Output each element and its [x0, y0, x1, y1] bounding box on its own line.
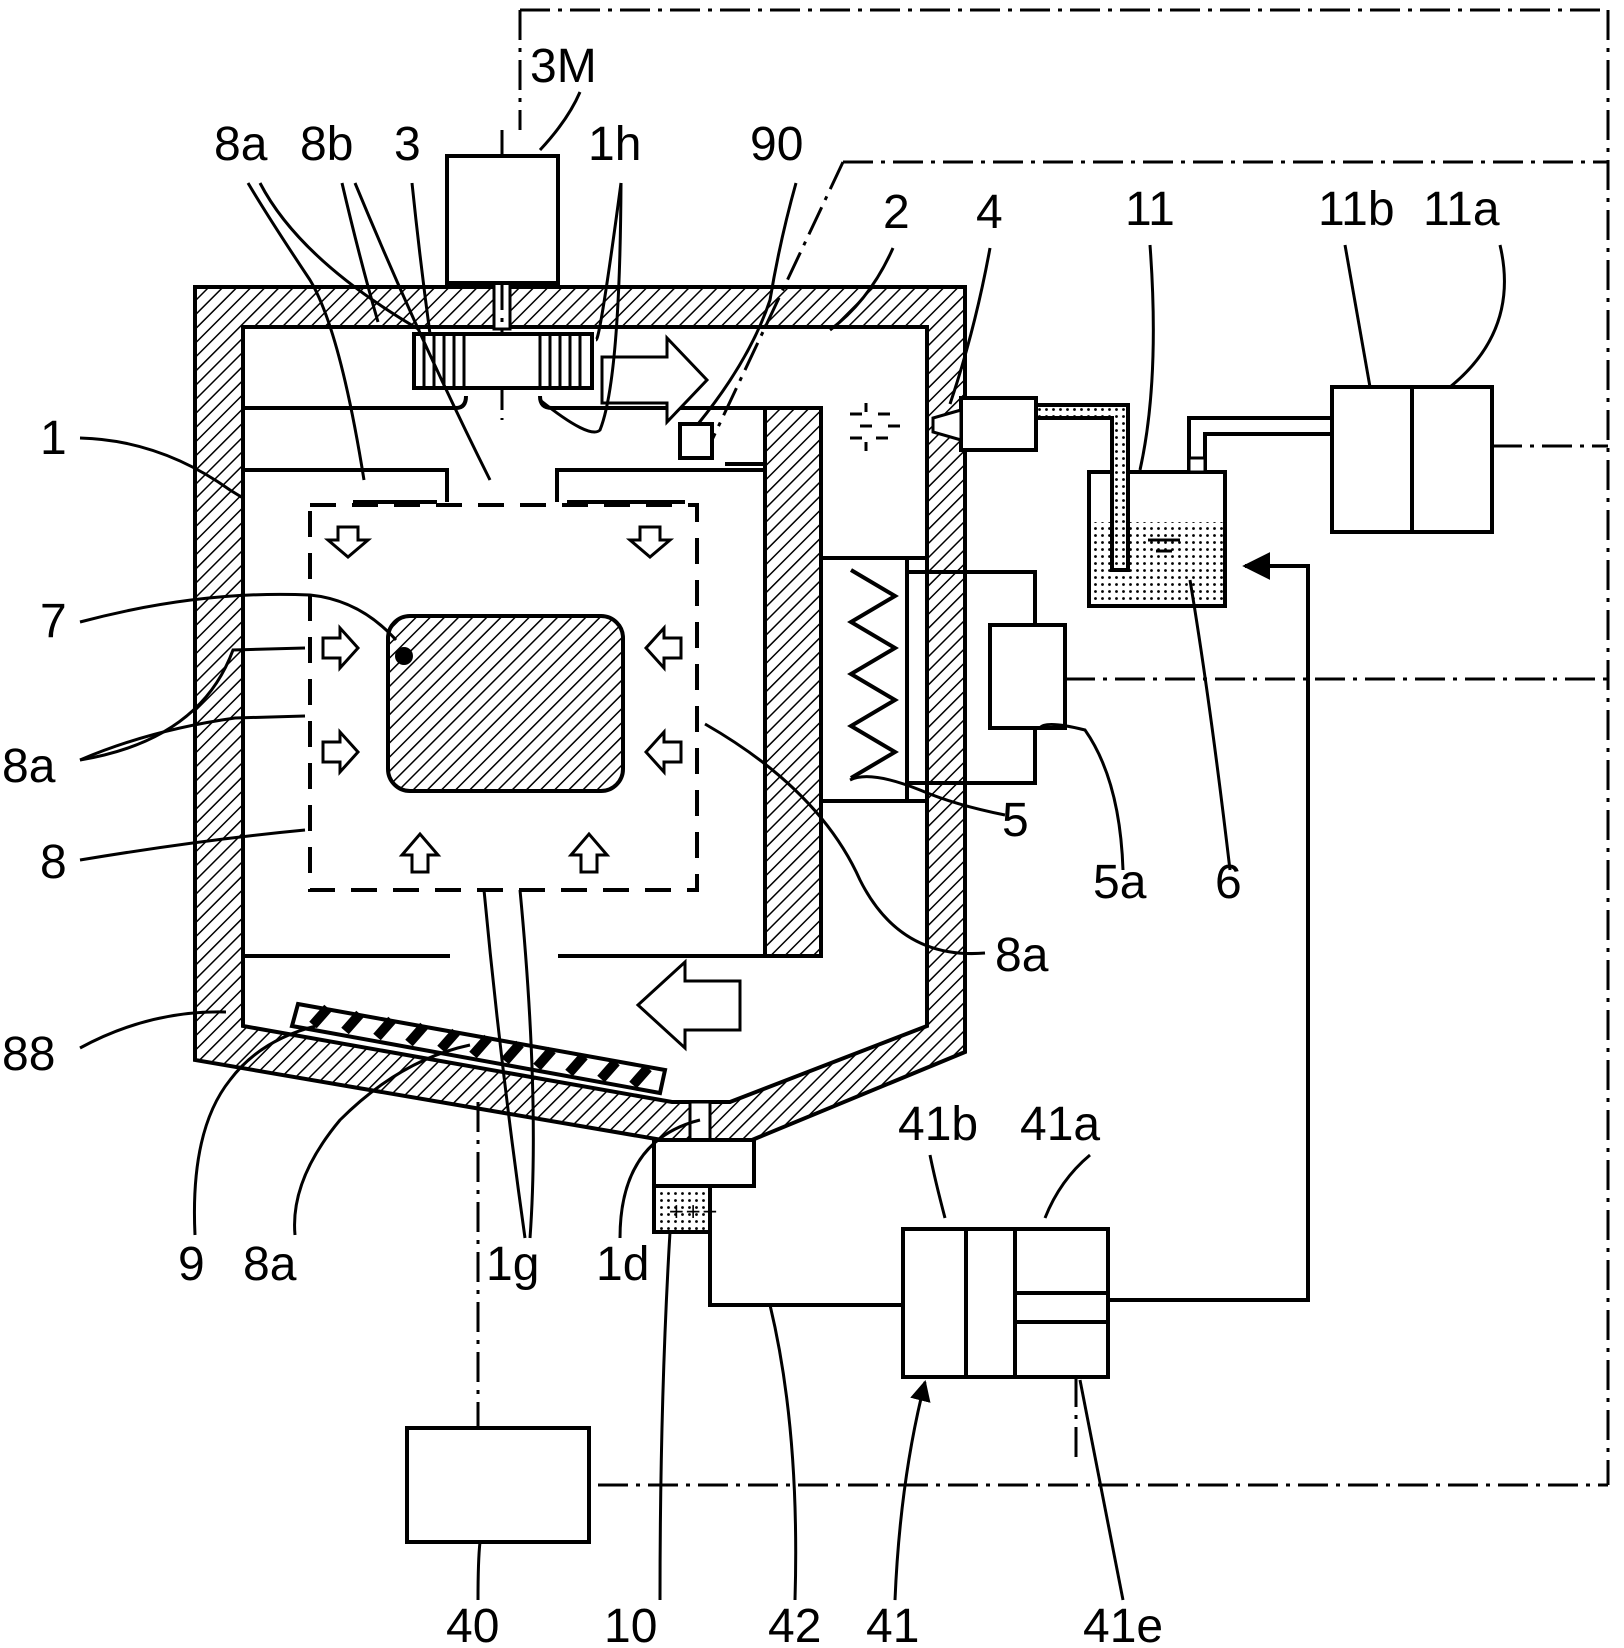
- controller-40: [407, 1428, 589, 1542]
- svg-text:+++: +++: [668, 1199, 718, 1223]
- pump-41: [903, 1229, 1108, 1377]
- nozzle-body-4: [961, 398, 1036, 450]
- label-41: 41: [866, 1600, 919, 1648]
- label-6: 6: [1215, 856, 1242, 909]
- probe-point-7: [395, 647, 413, 665]
- label-1g: 1g: [486, 1238, 539, 1291]
- label-3: 3: [394, 118, 421, 171]
- label-11a: 11a: [1423, 183, 1500, 236]
- pump-11a: [1412, 387, 1492, 532]
- label-88: 88: [2, 1028, 55, 1081]
- label-41a: 41a: [1020, 1098, 1100, 1151]
- label-8a-top: 8a: [214, 118, 268, 171]
- tank-vent: [1189, 458, 1205, 472]
- drain-neck: [654, 1140, 754, 1186]
- controller-5a: [990, 625, 1065, 728]
- pump-11b: [1332, 387, 1412, 532]
- label-41e: 41e: [1083, 1600, 1163, 1648]
- label-8a-right: 8a: [995, 929, 1049, 982]
- label-40: 40: [446, 1600, 499, 1648]
- label-5: 5: [1002, 794, 1029, 847]
- supply-pipe: [1036, 405, 1128, 570]
- label-10: 10: [604, 1600, 657, 1648]
- workpiece-7: [388, 616, 623, 791]
- label-41b: 41b: [898, 1098, 978, 1151]
- label-5a: 5a: [1093, 856, 1147, 909]
- water-6: [1089, 522, 1225, 606]
- label-90: 90: [750, 118, 803, 171]
- sensor-90: [680, 424, 712, 458]
- label-1h: 1h: [588, 118, 641, 171]
- label-3M: 3M: [530, 40, 597, 93]
- motor-3M: [447, 156, 558, 283]
- label-8b: 8b: [300, 118, 353, 171]
- inner-right-wall: [765, 408, 821, 956]
- label-8: 8: [40, 836, 67, 889]
- label-8a-left: 8a: [2, 740, 56, 793]
- label-11: 11: [1125, 183, 1175, 236]
- label-1d: 1d: [596, 1238, 649, 1291]
- label-11b: 11b: [1318, 183, 1395, 236]
- label-8a-bottom: 8a: [243, 1238, 297, 1291]
- label-1: 1: [40, 412, 67, 465]
- label-7: 7: [40, 595, 67, 648]
- label-2: 2: [883, 186, 910, 239]
- flow-arrow-bottom: [638, 962, 740, 1048]
- label-4: 4: [976, 186, 1003, 239]
- label-42: 42: [768, 1600, 821, 1648]
- label-9: 9: [178, 1238, 205, 1291]
